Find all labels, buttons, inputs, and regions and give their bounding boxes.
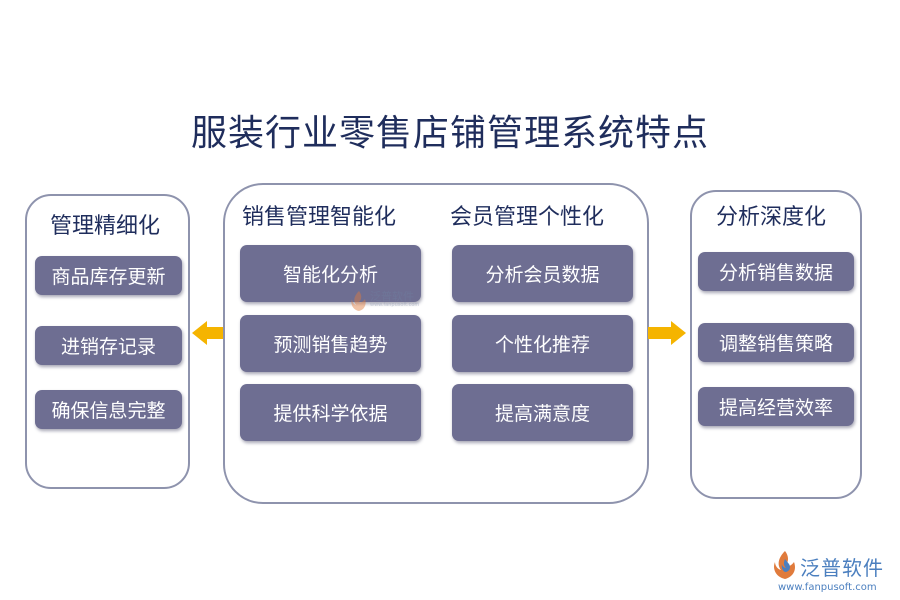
left-item-1: 商品库存更新 bbox=[35, 256, 182, 295]
right-panel-heading: 分析深度化 bbox=[716, 205, 827, 230]
left-arrow-icon bbox=[192, 321, 230, 345]
left-item-3: 确保信息完整 bbox=[35, 390, 182, 429]
right-item-1: 分析销售数据 bbox=[698, 252, 854, 291]
member-heading: 会员管理个性化 bbox=[450, 205, 605, 230]
watermark-text: 泛普软件 bbox=[370, 290, 414, 303]
sales-heading: 销售管理智能化 bbox=[242, 205, 397, 230]
brand-logo-icon bbox=[774, 551, 795, 579]
sales-item-3: 提供科学依据 bbox=[240, 384, 421, 441]
member-item-1: 分析会员数据 bbox=[452, 245, 633, 302]
brand-logo-text: 泛普软件 bbox=[800, 556, 884, 580]
watermark-sub: www.fanpusoft.com bbox=[370, 302, 420, 308]
brand-logo: 泛普软件 www.fanpusoft.com bbox=[770, 551, 895, 598]
watermark-logo: 泛普软件 www.fanpusoft.com bbox=[350, 288, 425, 314]
sales-item-1: 智能化分析 bbox=[240, 245, 421, 302]
left-panel-heading: 管理精细化 bbox=[50, 214, 161, 239]
left-item-2: 进销存记录 bbox=[35, 326, 182, 365]
page-title: 服装行业零售店铺管理系统特点 bbox=[190, 113, 709, 154]
member-item-2: 个性化推荐 bbox=[452, 315, 633, 372]
right-arrow-icon bbox=[648, 321, 686, 345]
right-item-3: 提高经营效率 bbox=[698, 387, 854, 426]
member-item-3: 提高满意度 bbox=[452, 384, 633, 441]
watermark-icon bbox=[351, 291, 366, 311]
sales-item-2: 预测销售趋势 bbox=[240, 315, 421, 372]
right-item-2: 调整销售策略 bbox=[698, 323, 854, 362]
brand-logo-url: www.fanpusoft.com bbox=[778, 582, 877, 593]
